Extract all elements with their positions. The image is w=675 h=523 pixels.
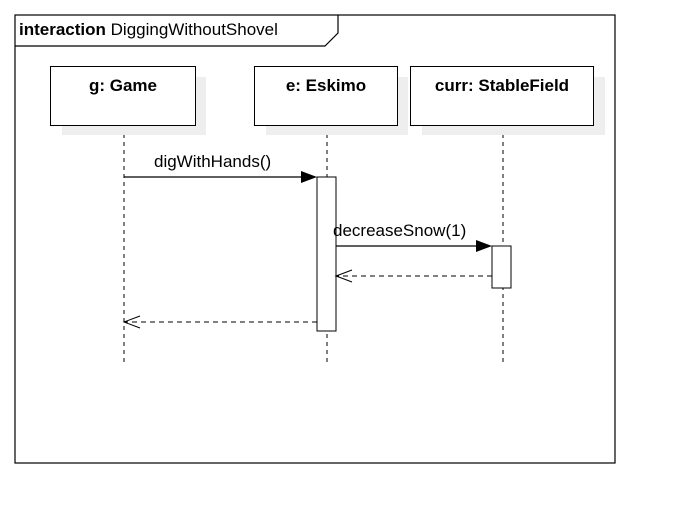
interaction-frame	[14, 14, 616, 464]
lifeline-game-head: g: Game	[50, 66, 196, 126]
message-digwithhands-arrowhead	[301, 171, 317, 183]
lifeline-field-head: curr: StableField	[410, 66, 594, 126]
frame-name-tab	[15, 15, 339, 47]
return-eskimo-to-game-arrowhead	[122, 315, 141, 329]
frame-interaction-name: DiggingWithoutShovel	[110, 20, 278, 39]
return-field-to-eskimo-arrowhead	[334, 269, 353, 283]
activation-eskimo	[316, 176, 337, 332]
message-digwithhands-label: digWithHands()	[154, 152, 272, 171]
activation-field	[491, 245, 512, 289]
frame-keyword: interaction	[19, 20, 106, 39]
frame-title: interaction DiggingWithoutShovel	[19, 20, 278, 40]
message-decreasesnow-label: decreaseSnow(1)	[333, 221, 467, 240]
lifeline-eskimo-head: e: Eskimo	[254, 66, 398, 126]
message-decreasesnow-arrowhead	[476, 240, 492, 252]
